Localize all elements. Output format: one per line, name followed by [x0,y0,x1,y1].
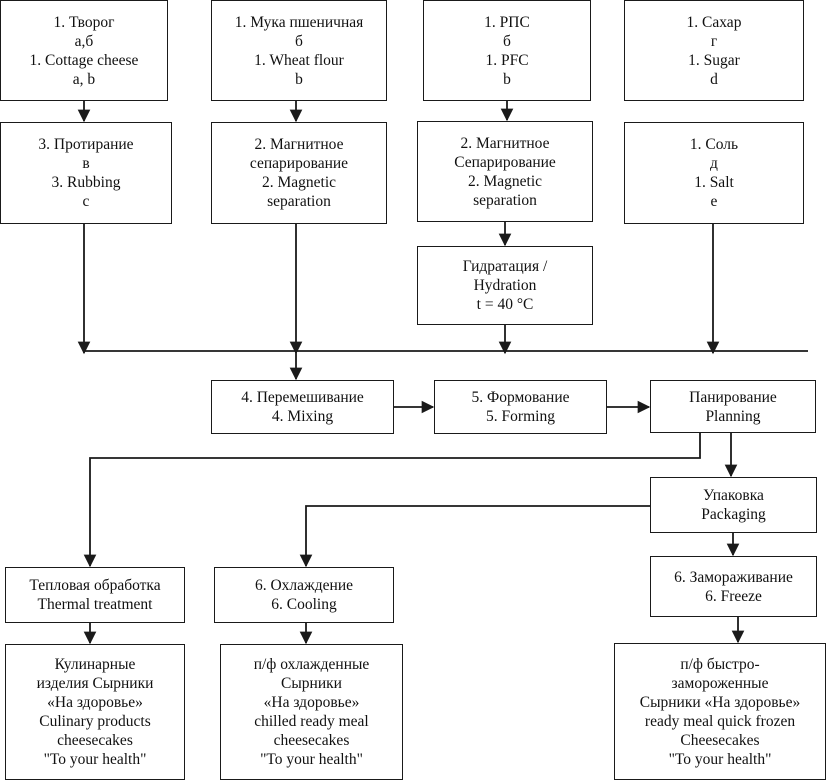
node-hydration-line-3: t = 40 °C [476,296,534,313]
node-forming-line-2: 5. Forming [486,408,555,425]
node-packaging-line-1: Упаковка [703,487,764,504]
node-culinary-line-2: изделия Сырники [36,675,154,692]
arrow-packaging-cooling [299,505,650,568]
node-magnet2-line-1: 2. Магнитное [460,134,550,152]
node-magnet1-line-1: 2. Магнитное [254,136,344,153]
node-magnet2-line-4: separation [473,191,537,209]
node-mixing: 4. Перемешивание 4. Mixing [211,380,394,434]
node-frozen-line-5: Cheesecakes [680,731,760,749]
node-mixing-line-2: 4. Mixing [271,408,334,425]
node-muka-line-4: b [295,70,303,88]
node-chilled-line-2: Сырники [281,675,342,692]
node-tvorog-line-1: 1. Творог [53,13,115,31]
node-sol: 1. Соль д 1. Salt e [624,122,804,224]
node-magnet1-line-3: 2. Magnetic [261,174,337,191]
node-tvorog: 1. Творог а,б 1. Cottage cheese a, b [0,0,168,101]
node-magnet1-line-4: separation [267,193,331,210]
node-magnetic-separation-flour: 2. Магнитное сепарирование 2. Magnetic s… [211,122,387,224]
node-forming-line-1: 5. Формование [471,389,570,406]
node-culinary-products: Кулинарные изделия Сырники «На здоровье»… [5,644,185,780]
node-tvorog-line-2: а,б [74,32,94,50]
arrow-panirovanie-thermal [83,433,701,568]
node-hydration-line-2: Hydration [473,277,537,294]
node-freeze-line-2: 6. Freeze [705,587,762,605]
node-protiranie-line-4: c [82,193,90,210]
node-chilled-line-5: cheesecakes [273,732,350,749]
node-chilled-line-1: п/ф охлажденные [253,656,370,673]
node-hydration: Гидратация / Hydration t = 40 °C [417,246,593,325]
node-hydration-line-1: Гидратация / [462,258,548,275]
node-panirovanie: Панирование Planning [650,380,816,433]
node-packaging-line-2: Packaging [701,506,766,523]
node-freeze: 6. Замораживание 6. Freeze [650,556,817,617]
node-mixing-line-1: 4. Перемешивание [241,389,364,406]
node-cooling: 6. Охлаждение 6. Cooling [214,567,394,623]
node-sakhar-line-4: d [710,70,718,88]
node-sakhar-line-1: 1. Сахар [686,13,742,31]
node-quick-frozen-ready-meal: п/ф быстро- замороженные Сырники «На здо… [614,643,826,780]
node-frozen-line-2: замороженные [671,674,769,692]
node-tvorog-line-3: 1. Cottage cheese [29,51,139,69]
node-culinary-line-1: Кулинарные [54,656,136,673]
node-magnetic-separation-pfc: 2. Магнитное Сепарирование 2. Magnetic s… [417,121,593,222]
node-rps-line-4: b [503,70,511,88]
node-rps-line-3: 1. PFC [485,51,529,69]
node-thermal-treatment: Тепловая обработка Thermal treatment [5,567,185,623]
node-freeze-line-1: 6. Замораживание [674,568,793,586]
node-chilled-line-6: "To your health" [260,751,363,768]
node-magnet2-line-3: 2. Magnetic [467,172,543,190]
node-rps-line-2: б [503,32,511,50]
node-muka-line-2: б [295,32,303,50]
node-muka-line-3: 1. Wheat flour [254,51,344,69]
node-sakhar: 1. Сахар г 1. Sugar d [624,0,804,101]
node-culinary-line-6: "To your health" [43,751,147,768]
node-chilled-line-4: chilled ready meal [254,713,369,730]
node-tvorog-line-4: a, b [72,70,96,88]
node-sol-line-4: e [710,193,718,210]
node-frozen-line-3: Сырники «На здоровье» [639,693,801,711]
node-sol-line-1: 1. Соль [689,136,739,153]
node-culinary-line-5: cheesecakes [57,732,133,749]
node-panirovanie-line-2: Planning [705,407,761,425]
node-magnet1-line-2: сепарирование [249,155,349,172]
node-frozen-line-1: п/ф быстро- [680,655,760,673]
node-chilled-ready-meal: п/ф охлажденные Сырники «На здоровье» ch… [220,644,403,780]
node-muka: 1. Мука пшеничная б 1. Wheat flour b [211,0,387,101]
node-frozen-line-6: "To your health" [668,750,772,768]
node-sakhar-line-3: 1. Sugar [688,51,740,69]
node-chilled-line-3: «На здоровье» [263,694,360,711]
node-cooling-line-2: 6. Cooling [271,596,337,613]
node-thermal-line-2: Thermal treatment [37,596,153,613]
node-sakhar-line-2: г [710,32,718,50]
node-sol-line-3: 1. Salt [694,174,734,191]
node-muka-line-1: 1. Мука пшеничная [234,13,364,31]
node-frozen-line-4: ready meal quick frozen [644,712,796,730]
node-rps: 1. РПС б 1. PFC b [423,0,591,101]
node-protiranie-line-1: 3. Протирание [38,136,134,153]
node-protiranie-line-3: 3. Rubbing [51,174,121,191]
node-protiranie-line-2: в [82,155,90,172]
node-thermal-line-1: Тепловая обработка [29,577,161,594]
node-packaging: Упаковка Packaging [650,477,817,533]
node-rps-line-1: 1. РПС [484,13,530,31]
node-protiranie: 3. Протирание в 3. Rubbing c [0,122,172,224]
node-magnet2-line-2: Сепарирование [454,153,556,171]
node-panirovanie-line-1: Панирование [689,388,777,406]
node-forming: 5. Формование 5. Forming [434,380,607,434]
node-sol-line-2: д [710,155,718,172]
node-cooling-line-1: 6. Охлаждение [254,577,353,594]
node-culinary-line-3: «На здоровье» [47,694,143,711]
node-culinary-line-4: Culinary products [39,713,151,730]
